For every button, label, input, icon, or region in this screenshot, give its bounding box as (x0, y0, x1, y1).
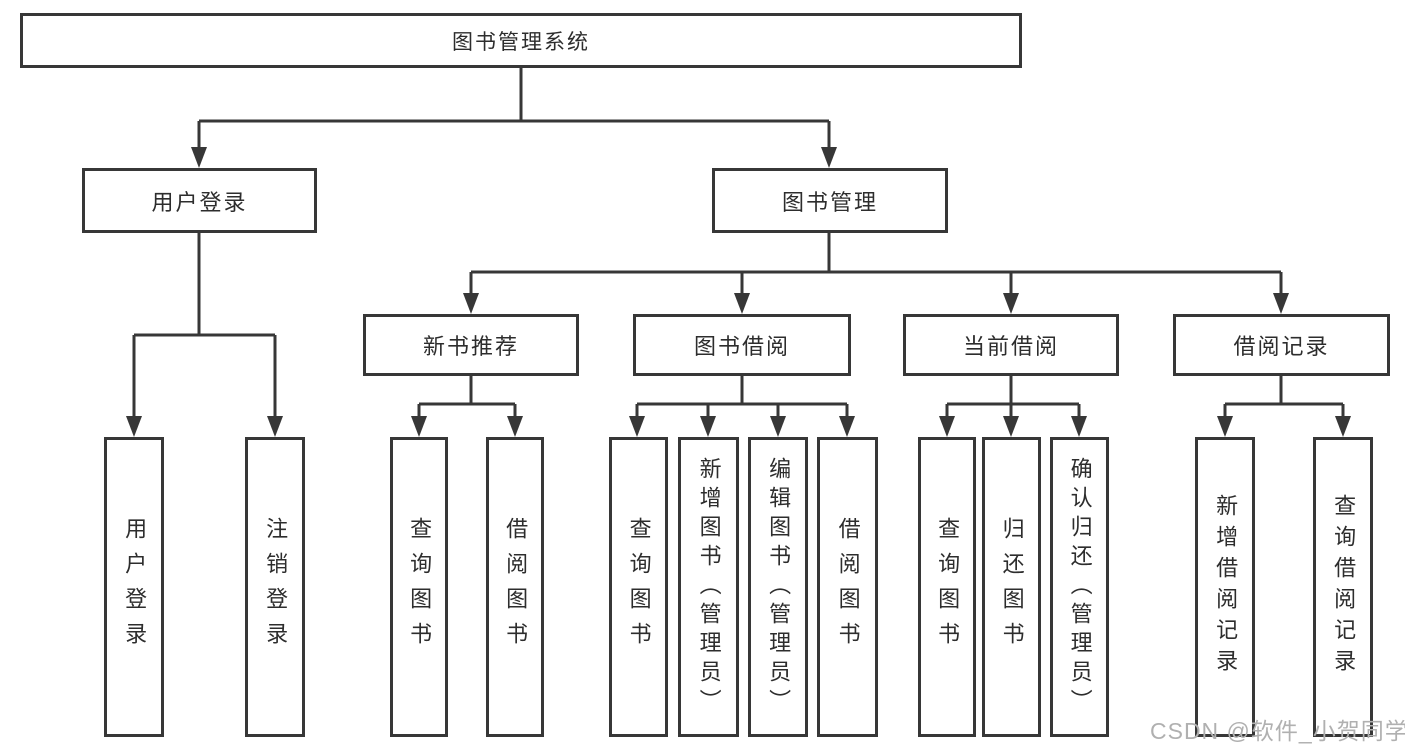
leaf-current-return-book-label: 归还图书 (999, 517, 1025, 657)
leaf-borrow-add-book-admin: 新增图书（管理员） (678, 437, 739, 737)
arrowhead-icons (126, 147, 1351, 437)
csdn-watermark: CSDN @软件_小贺同学 (1150, 718, 1405, 744)
leaf-record-query: 查询借阅记录 (1313, 437, 1373, 737)
leaf-logout-label: 注销登录 (263, 517, 289, 657)
leaf-borrow-add-book-admin-label: 新增图书（管理员） (696, 456, 722, 718)
node-new-book-recommend-label: 新书推荐 (422, 334, 519, 359)
leaf-user-login-label: 用户登录 (122, 517, 148, 657)
leaf-borrow-borrow-book-label: 借阅图书 (835, 517, 861, 657)
node-user-login: 用户登录 (82, 168, 317, 233)
leaf-record-query-label: 查询借阅记录 (1331, 494, 1357, 680)
node-user-login-label: 用户登录 (151, 189, 248, 215)
leaf-borrow-query-book: 查询图书 (609, 437, 668, 737)
connector-paths (132, 68, 1345, 421)
leaf-user-login: 用户登录 (104, 437, 164, 737)
node-current-borrow: 当前借阅 (903, 314, 1119, 376)
node-book-borrow-label: 图书借阅 (693, 334, 790, 359)
node-borrow-record-label: 借阅记录 (1233, 334, 1330, 359)
leaf-current-return-book: 归还图书 (982, 437, 1041, 737)
leaf-borrow-edit-book-admin-label: 编辑图书（管理员） (766, 456, 792, 718)
leaf-record-add-label: 新增借阅记录 (1213, 494, 1239, 680)
node-book-borrow: 图书借阅 (633, 314, 851, 376)
node-borrow-record: 借阅记录 (1173, 314, 1390, 376)
leaf-record-add: 新增借阅记录 (1195, 437, 1255, 737)
leaf-current-confirm-return-admin-label: 确认归还（管理员） (1067, 456, 1093, 718)
node-book-management: 图书管理 (712, 168, 948, 233)
leaf-current-confirm-return-admin: 确认归还（管理员） (1050, 437, 1109, 737)
leaf-recommend-query-book-label: 查询图书 (407, 517, 433, 657)
leaf-recommend-borrow-book: 借阅图书 (486, 437, 544, 737)
node-book-management-label: 图书管理 (781, 189, 878, 215)
leaf-current-query-book: 查询图书 (918, 437, 976, 737)
leaf-logout: 注销登录 (245, 437, 305, 737)
leaf-current-query-book-label: 查询图书 (935, 517, 961, 657)
leaf-borrow-query-book-label: 查询图书 (626, 517, 652, 657)
leaf-recommend-query-book: 查询图书 (390, 437, 448, 737)
node-current-borrow-label: 当前借阅 (962, 334, 1059, 359)
leaf-borrow-borrow-book: 借阅图书 (817, 437, 878, 737)
leaf-borrow-edit-book-admin: 编辑图书（管理员） (748, 437, 808, 737)
node-root-system-label: 图书管理系统 (452, 30, 590, 54)
node-root-system: 图书管理系统 (20, 13, 1022, 68)
node-new-book-recommend: 新书推荐 (363, 314, 579, 376)
leaf-recommend-borrow-book-label: 借阅图书 (503, 517, 529, 657)
